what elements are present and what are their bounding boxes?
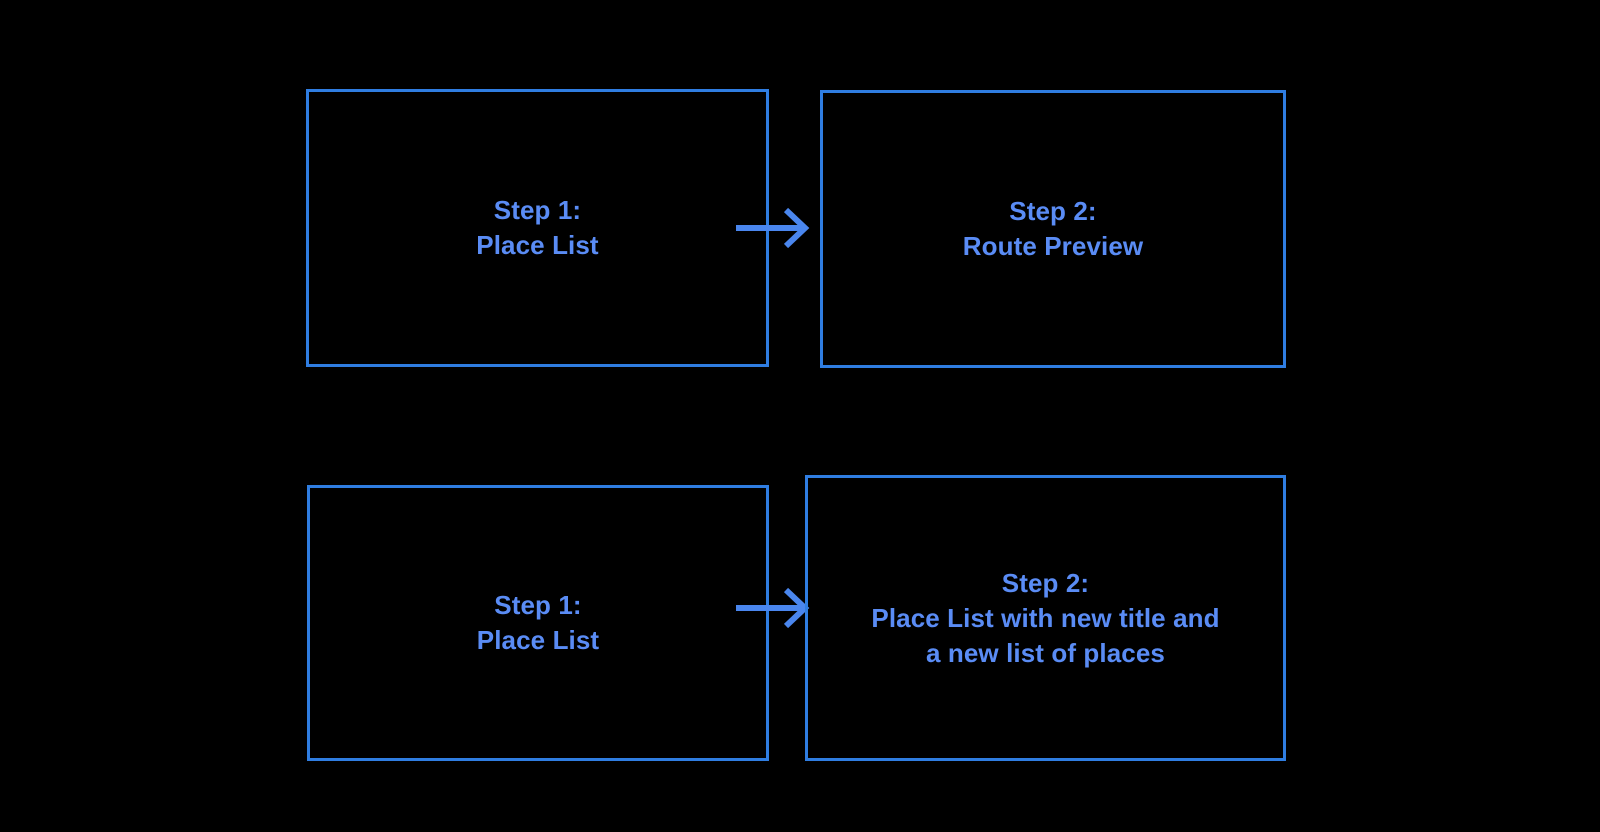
step-box-row2-step2[interactable]: Step 2: Place List with new title and a … xyxy=(805,475,1286,761)
step-box-row2-step2-label: Step 2: Place List with new title and a … xyxy=(871,567,1220,668)
arrow-head-row2 xyxy=(783,587,810,629)
arrow-head-row1 xyxy=(783,207,810,249)
step-box-row1-step1[interactable]: Step 1: Place List xyxy=(306,89,769,367)
step-box-row1-step2[interactable]: Step 2: Route Preview xyxy=(820,90,1286,368)
step-box-row2-step1[interactable]: Step 1: Place List xyxy=(307,485,769,761)
step-box-row1-step2-label: Step 2: Route Preview xyxy=(962,196,1144,261)
step-box-row1-step1-label: Step 1: Place List xyxy=(476,195,599,260)
step-box-row2-step1-label: Step 1: Place List xyxy=(476,590,600,655)
